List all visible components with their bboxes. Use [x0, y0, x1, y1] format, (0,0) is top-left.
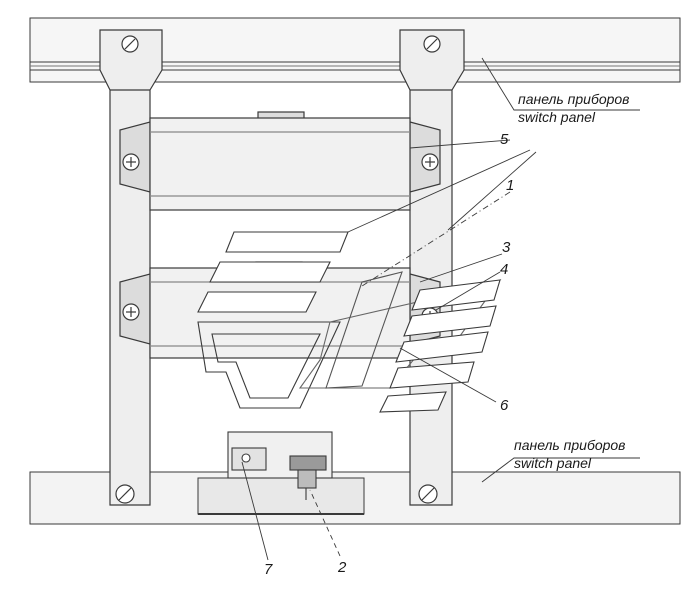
leader-6 [399, 347, 497, 403]
leader-4 [435, 271, 501, 311]
key-plates-left [197, 231, 502, 409]
screw-icon [122, 153, 140, 171]
lower-mount-detail [227, 431, 333, 500]
callout-top-panel-ru: панель приборов [518, 91, 630, 107]
callout-number-2: 2 [338, 559, 347, 576]
leader-5-c [447, 151, 537, 231]
screw-icon [423, 35, 441, 53]
callout-number-3: 3 [502, 239, 511, 256]
callout-bottom-panel-en: switch panel [514, 455, 592, 471]
screw-icon [122, 303, 140, 321]
callout-number-7: 7 [264, 561, 273, 578]
leader-top-panel [481, 57, 640, 111]
leader-7 [241, 461, 269, 561]
leader-3 [419, 253, 503, 283]
key-plates-right [325, 271, 501, 413]
screw-icon [418, 484, 438, 504]
upper-switch-block [119, 111, 441, 211]
screw-icon [121, 35, 139, 53]
screw-icon [421, 153, 439, 171]
leader-lines [241, 57, 640, 561]
leader-5-a [409, 139, 511, 149]
screw-icon [115, 484, 135, 504]
callout-number-4: 4 [500, 261, 509, 278]
callout-number-6: 6 [500, 397, 509, 414]
callout-top-panel-en: switch panel [518, 109, 596, 125]
callout-bottom-panel-ru: панель приборов [514, 437, 626, 453]
callout-number-5: 5 [500, 131, 509, 148]
leader-1 [361, 191, 511, 287]
bottom-switch-panel-rail [29, 471, 681, 525]
screw-heads [115, 35, 441, 504]
callout-number-1: 1 [506, 177, 515, 194]
leader-bottom-panel [481, 457, 640, 483]
leader-2 [309, 489, 341, 557]
leader-5-b [347, 149, 531, 233]
